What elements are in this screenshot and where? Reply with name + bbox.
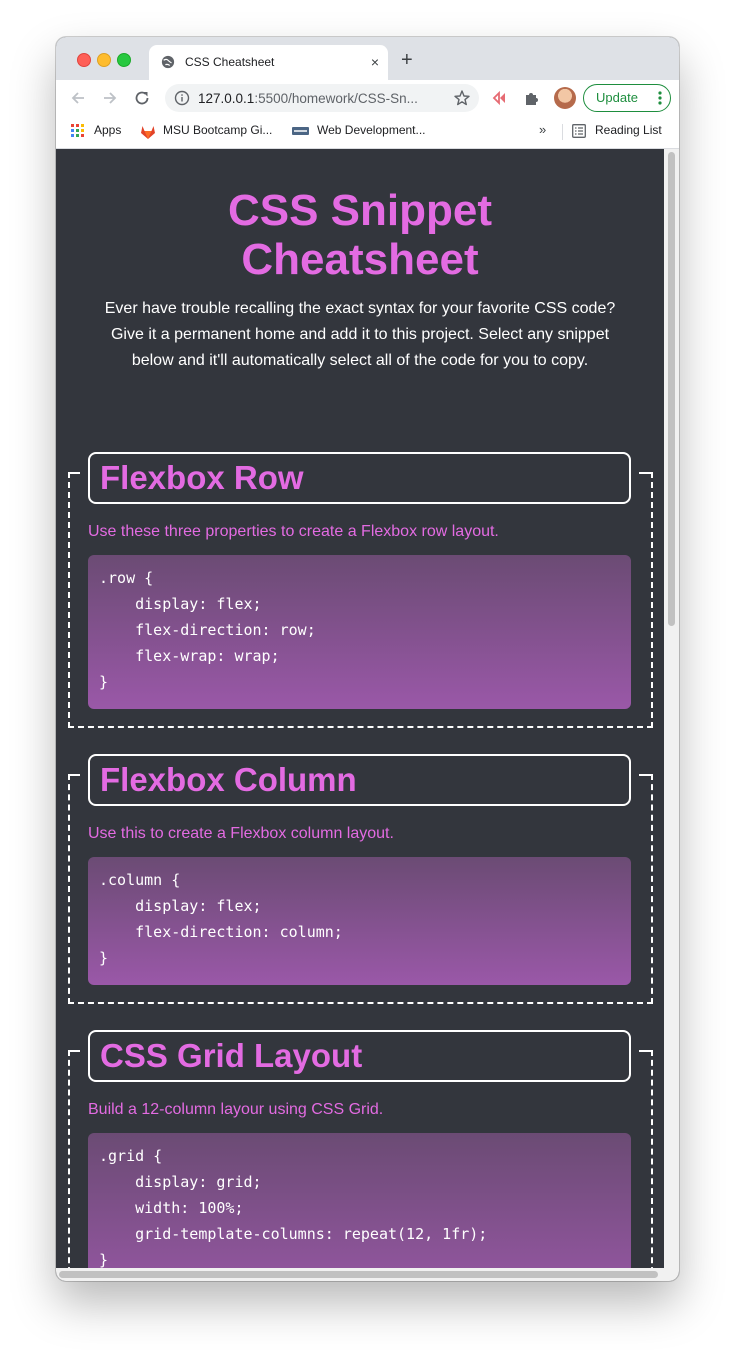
- card-dashed-border: [68, 1050, 653, 1281]
- card-dashed-border: [68, 774, 653, 1004]
- new-tab-button[interactable]: +: [401, 49, 413, 71]
- card-title: Flexbox Row: [100, 459, 304, 496]
- vertical-scrollbar[interactable]: [664, 149, 679, 1281]
- border-segment-left: [70, 774, 80, 776]
- back-arrow-icon[interactable]: [68, 88, 88, 108]
- card-description: Build a 12-column layour using CSS Grid.: [88, 1101, 384, 1118]
- menu-dots-icon[interactable]: [658, 91, 662, 105]
- close-window-button[interactable]: [77, 53, 91, 67]
- card-dashed-border: [68, 472, 653, 728]
- horizontal-scrollbar-thumb[interactable]: [59, 1271, 658, 1278]
- info-icon[interactable]: [174, 90, 190, 106]
- reading-list-button[interactable]: Reading List: [595, 123, 662, 137]
- intro-text: Ever have trouble recalling the exact sy…: [104, 300, 616, 369]
- tab-css-cheatsheet[interactable]: CSS Cheatsheet ×: [149, 45, 388, 80]
- border-segment-right: [639, 1050, 651, 1052]
- border-segment-right: [639, 472, 651, 474]
- code-snippet[interactable]: .grid { display: grid; width: 100%; grid…: [88, 1133, 631, 1281]
- cast-extension-icon[interactable]: [491, 89, 509, 107]
- web-development-icon: [292, 127, 309, 135]
- more-bookmarks-button[interactable]: »: [539, 122, 547, 137]
- code-snippet[interactable]: .row { display: flex; flex-direction: ro…: [88, 555, 631, 709]
- tab-title: CSS Cheatsheet: [185, 55, 275, 69]
- bookmarks-divider: [562, 124, 563, 140]
- card-title: Flexbox Column: [100, 761, 357, 798]
- maximize-window-button[interactable]: [117, 53, 131, 67]
- horizontal-scrollbar[interactable]: [56, 1268, 664, 1281]
- card-title: CSS Grid Layout: [100, 1037, 363, 1074]
- bookmark-apps[interactable]: Apps: [94, 123, 122, 137]
- url-text[interactable]: 127.0.0.1:5500/homework/CSS-Sn...: [198, 91, 443, 106]
- toolbar: 127.0.0.1:5500/homework/CSS-Sn... Update: [56, 80, 679, 116]
- bookmark-msu-bootcamp[interactable]: MSU Bootcamp Gi...: [163, 123, 273, 137]
- gitlab-icon: [141, 126, 155, 139]
- page-title-line-2: Cheatsheet: [241, 235, 479, 284]
- border-segment-left: [70, 1050, 80, 1052]
- reading-list-icon: [572, 124, 586, 138]
- globe-icon: [161, 55, 175, 69]
- address-bar[interactable]: 127.0.0.1:5500/homework/CSS-Sn...: [165, 84, 479, 112]
- bookmarks-bar: Apps MSU Bootcamp Gi... Web Development.…: [56, 116, 679, 149]
- card-title-box: Flexbox Row: [88, 452, 631, 504]
- border-segment-left: [70, 472, 80, 474]
- update-label: Update: [596, 90, 638, 105]
- page-title-line-1: CSS Snippet: [227, 186, 493, 235]
- page-viewport: CSS Snippet Cheatsheet Ever have trouble…: [56, 149, 679, 1281]
- code-snippet[interactable]: .column { display: flex; flex-direction:…: [88, 857, 631, 985]
- url-path: :5500/homework/CSS-Sn...: [254, 91, 418, 106]
- vertical-scrollbar-thumb[interactable]: [668, 152, 675, 626]
- apps-grid-icon: [71, 124, 84, 137]
- star-icon[interactable]: [453, 89, 471, 107]
- tab-strip: CSS Cheatsheet × +: [56, 37, 679, 80]
- card-title-box: CSS Grid Layout: [88, 1030, 631, 1082]
- minimize-window-button[interactable]: [97, 53, 111, 67]
- close-tab-icon[interactable]: ×: [370, 54, 379, 70]
- card-description: Use these three properties to create a F…: [88, 523, 499, 540]
- profile-avatar[interactable]: [554, 87, 576, 109]
- page-title: CSS Snippet Cheatsheet: [56, 186, 664, 284]
- url-host: 127.0.0.1: [198, 91, 255, 106]
- reload-icon[interactable]: [132, 88, 152, 108]
- update-button[interactable]: Update: [583, 84, 671, 112]
- browser-window: CSS Cheatsheet × + 127.0.0.1:5500/homewo…: [56, 37, 679, 1281]
- card-title-box: Flexbox Column: [88, 754, 631, 806]
- card-description: Use this to create a Flexbox column layo…: [88, 825, 394, 842]
- bookmark-web-development[interactable]: Web Development...: [317, 123, 426, 137]
- puzzle-icon[interactable]: [523, 89, 541, 107]
- border-segment-right: [639, 774, 651, 776]
- forward-arrow-icon[interactable]: [100, 88, 120, 108]
